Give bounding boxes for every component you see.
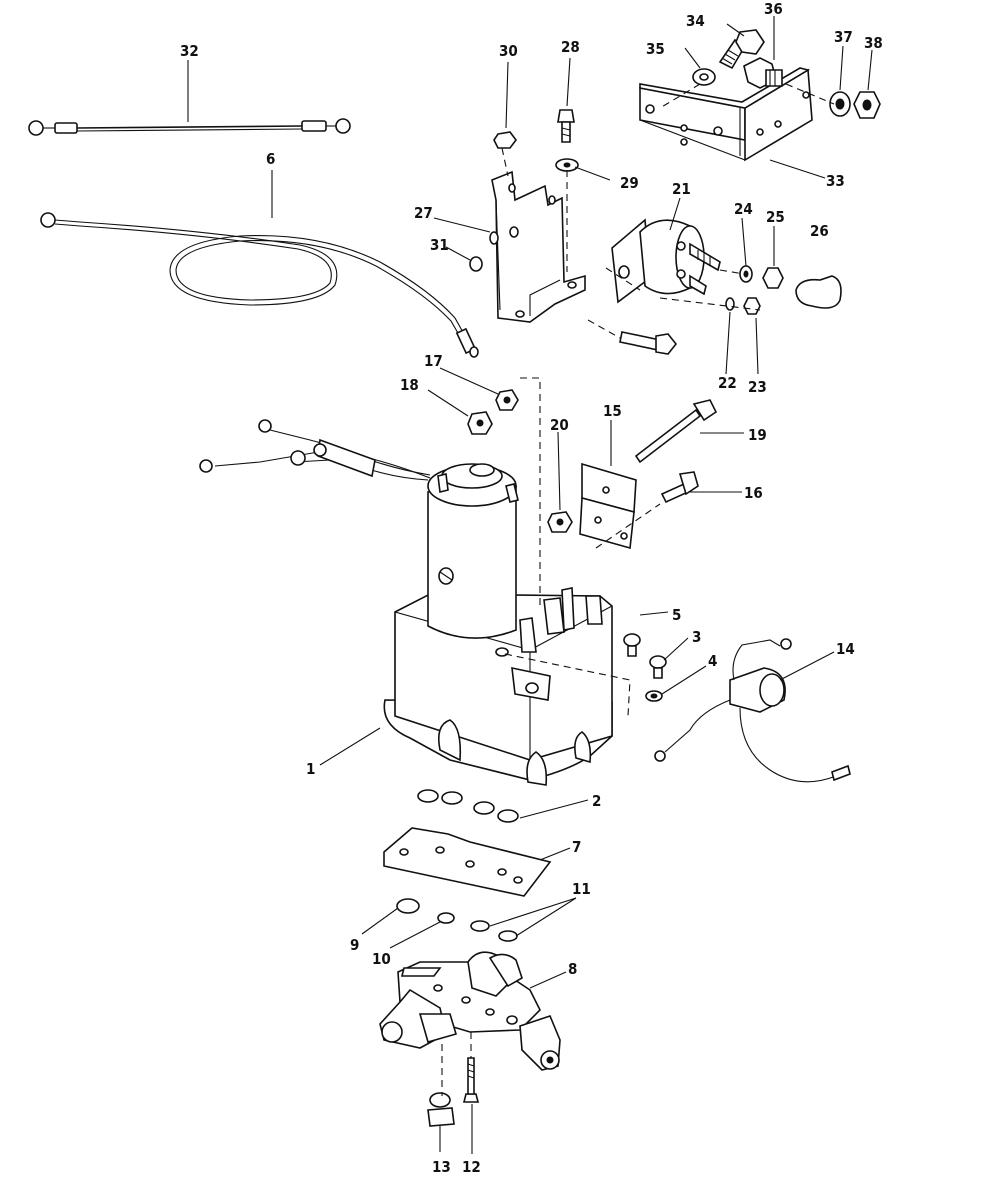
nut-20 bbox=[547, 511, 573, 533]
pump-motor-assembly-1 bbox=[199, 419, 613, 786]
callout-34: 34 bbox=[686, 12, 705, 30]
callout-36: 36 bbox=[764, 0, 783, 18]
bracket-15 bbox=[579, 462, 637, 550]
callout-1: 1 bbox=[306, 760, 315, 778]
cable-6 bbox=[40, 212, 479, 358]
o-ring-10 bbox=[437, 912, 455, 924]
callout-17: 17 bbox=[424, 352, 443, 370]
washer-22 bbox=[725, 297, 735, 311]
callout-6: 6 bbox=[266, 150, 275, 168]
bracket-33 bbox=[639, 67, 813, 162]
leader-lines bbox=[187, 16, 873, 1154]
bolt-36 bbox=[743, 57, 783, 89]
callout-23: 23 bbox=[748, 378, 767, 396]
callout-19: 19 bbox=[748, 426, 767, 444]
callout-35: 35 bbox=[646, 40, 665, 58]
callout-33: 33 bbox=[826, 172, 845, 190]
callout-11: 11 bbox=[572, 880, 591, 898]
callout-15: 15 bbox=[603, 402, 622, 420]
switch-14 bbox=[654, 638, 851, 783]
bolt-solenoid-mount bbox=[619, 331, 678, 355]
callout-14: 14 bbox=[836, 640, 855, 658]
callout-38: 38 bbox=[864, 34, 883, 52]
bolt-19 bbox=[634, 399, 718, 464]
washer-29 bbox=[555, 158, 579, 172]
cable-32 bbox=[28, 118, 351, 136]
o-rings-11 bbox=[470, 920, 518, 942]
callout-30: 30 bbox=[499, 42, 518, 60]
o-ring-9 bbox=[396, 898, 420, 914]
callout-4: 4 bbox=[708, 652, 717, 670]
assembly-centerlines bbox=[441, 83, 835, 1096]
callout-25: 25 bbox=[766, 208, 785, 226]
washer-37 bbox=[829, 91, 851, 117]
bolt-16 bbox=[660, 471, 699, 504]
callout-18: 18 bbox=[400, 376, 419, 394]
callout-22: 22 bbox=[718, 374, 737, 392]
callout-32: 32 bbox=[180, 42, 199, 60]
callout-13: 13 bbox=[432, 1158, 451, 1176]
callout-7: 7 bbox=[572, 838, 581, 856]
plug-13 bbox=[427, 1092, 455, 1127]
callout-12: 12 bbox=[462, 1158, 481, 1176]
callout-3: 3 bbox=[692, 628, 701, 646]
lockwasher-35 bbox=[692, 68, 716, 86]
screw-5 bbox=[623, 633, 641, 657]
nut-23 bbox=[743, 297, 761, 315]
callout-10: 10 bbox=[372, 950, 391, 968]
nut-18 bbox=[467, 411, 493, 435]
nut-25 bbox=[762, 267, 784, 289]
nut-17 bbox=[495, 389, 519, 411]
callout-37: 37 bbox=[834, 28, 853, 46]
callout-27: 27 bbox=[414, 204, 433, 222]
callout-24: 24 bbox=[734, 200, 753, 218]
lockwasher-24 bbox=[739, 265, 753, 283]
callout-28: 28 bbox=[561, 38, 580, 56]
callout-8: 8 bbox=[568, 960, 577, 978]
callout-9: 9 bbox=[350, 936, 359, 954]
callout-20: 20 bbox=[550, 416, 569, 434]
washer-4 bbox=[645, 690, 663, 702]
callout-2: 2 bbox=[592, 792, 601, 810]
gasket-7 bbox=[383, 827, 552, 897]
boot-26 bbox=[795, 275, 842, 309]
callout-labels: 32 6 30 28 29 35 34 36 37 38 33 21 24 25… bbox=[180, 0, 883, 1176]
callout-21: 21 bbox=[672, 180, 691, 198]
callout-29: 29 bbox=[620, 174, 639, 192]
callout-16: 16 bbox=[744, 484, 763, 502]
nut-30 bbox=[493, 131, 517, 149]
callout-26: 26 bbox=[810, 222, 829, 240]
callout-31: 31 bbox=[430, 236, 449, 254]
o-rings-2 bbox=[417, 789, 519, 823]
bolt-12 bbox=[462, 1057, 480, 1103]
bracket-27 bbox=[489, 170, 586, 323]
valve-body-8 bbox=[379, 951, 561, 1071]
nut-38 bbox=[853, 91, 881, 119]
solenoid-21 bbox=[611, 218, 721, 304]
screw-3 bbox=[649, 655, 667, 679]
callout-5: 5 bbox=[672, 606, 681, 624]
screw-28 bbox=[557, 109, 575, 143]
clip-31 bbox=[469, 256, 483, 272]
bolt-34 bbox=[718, 29, 765, 70]
